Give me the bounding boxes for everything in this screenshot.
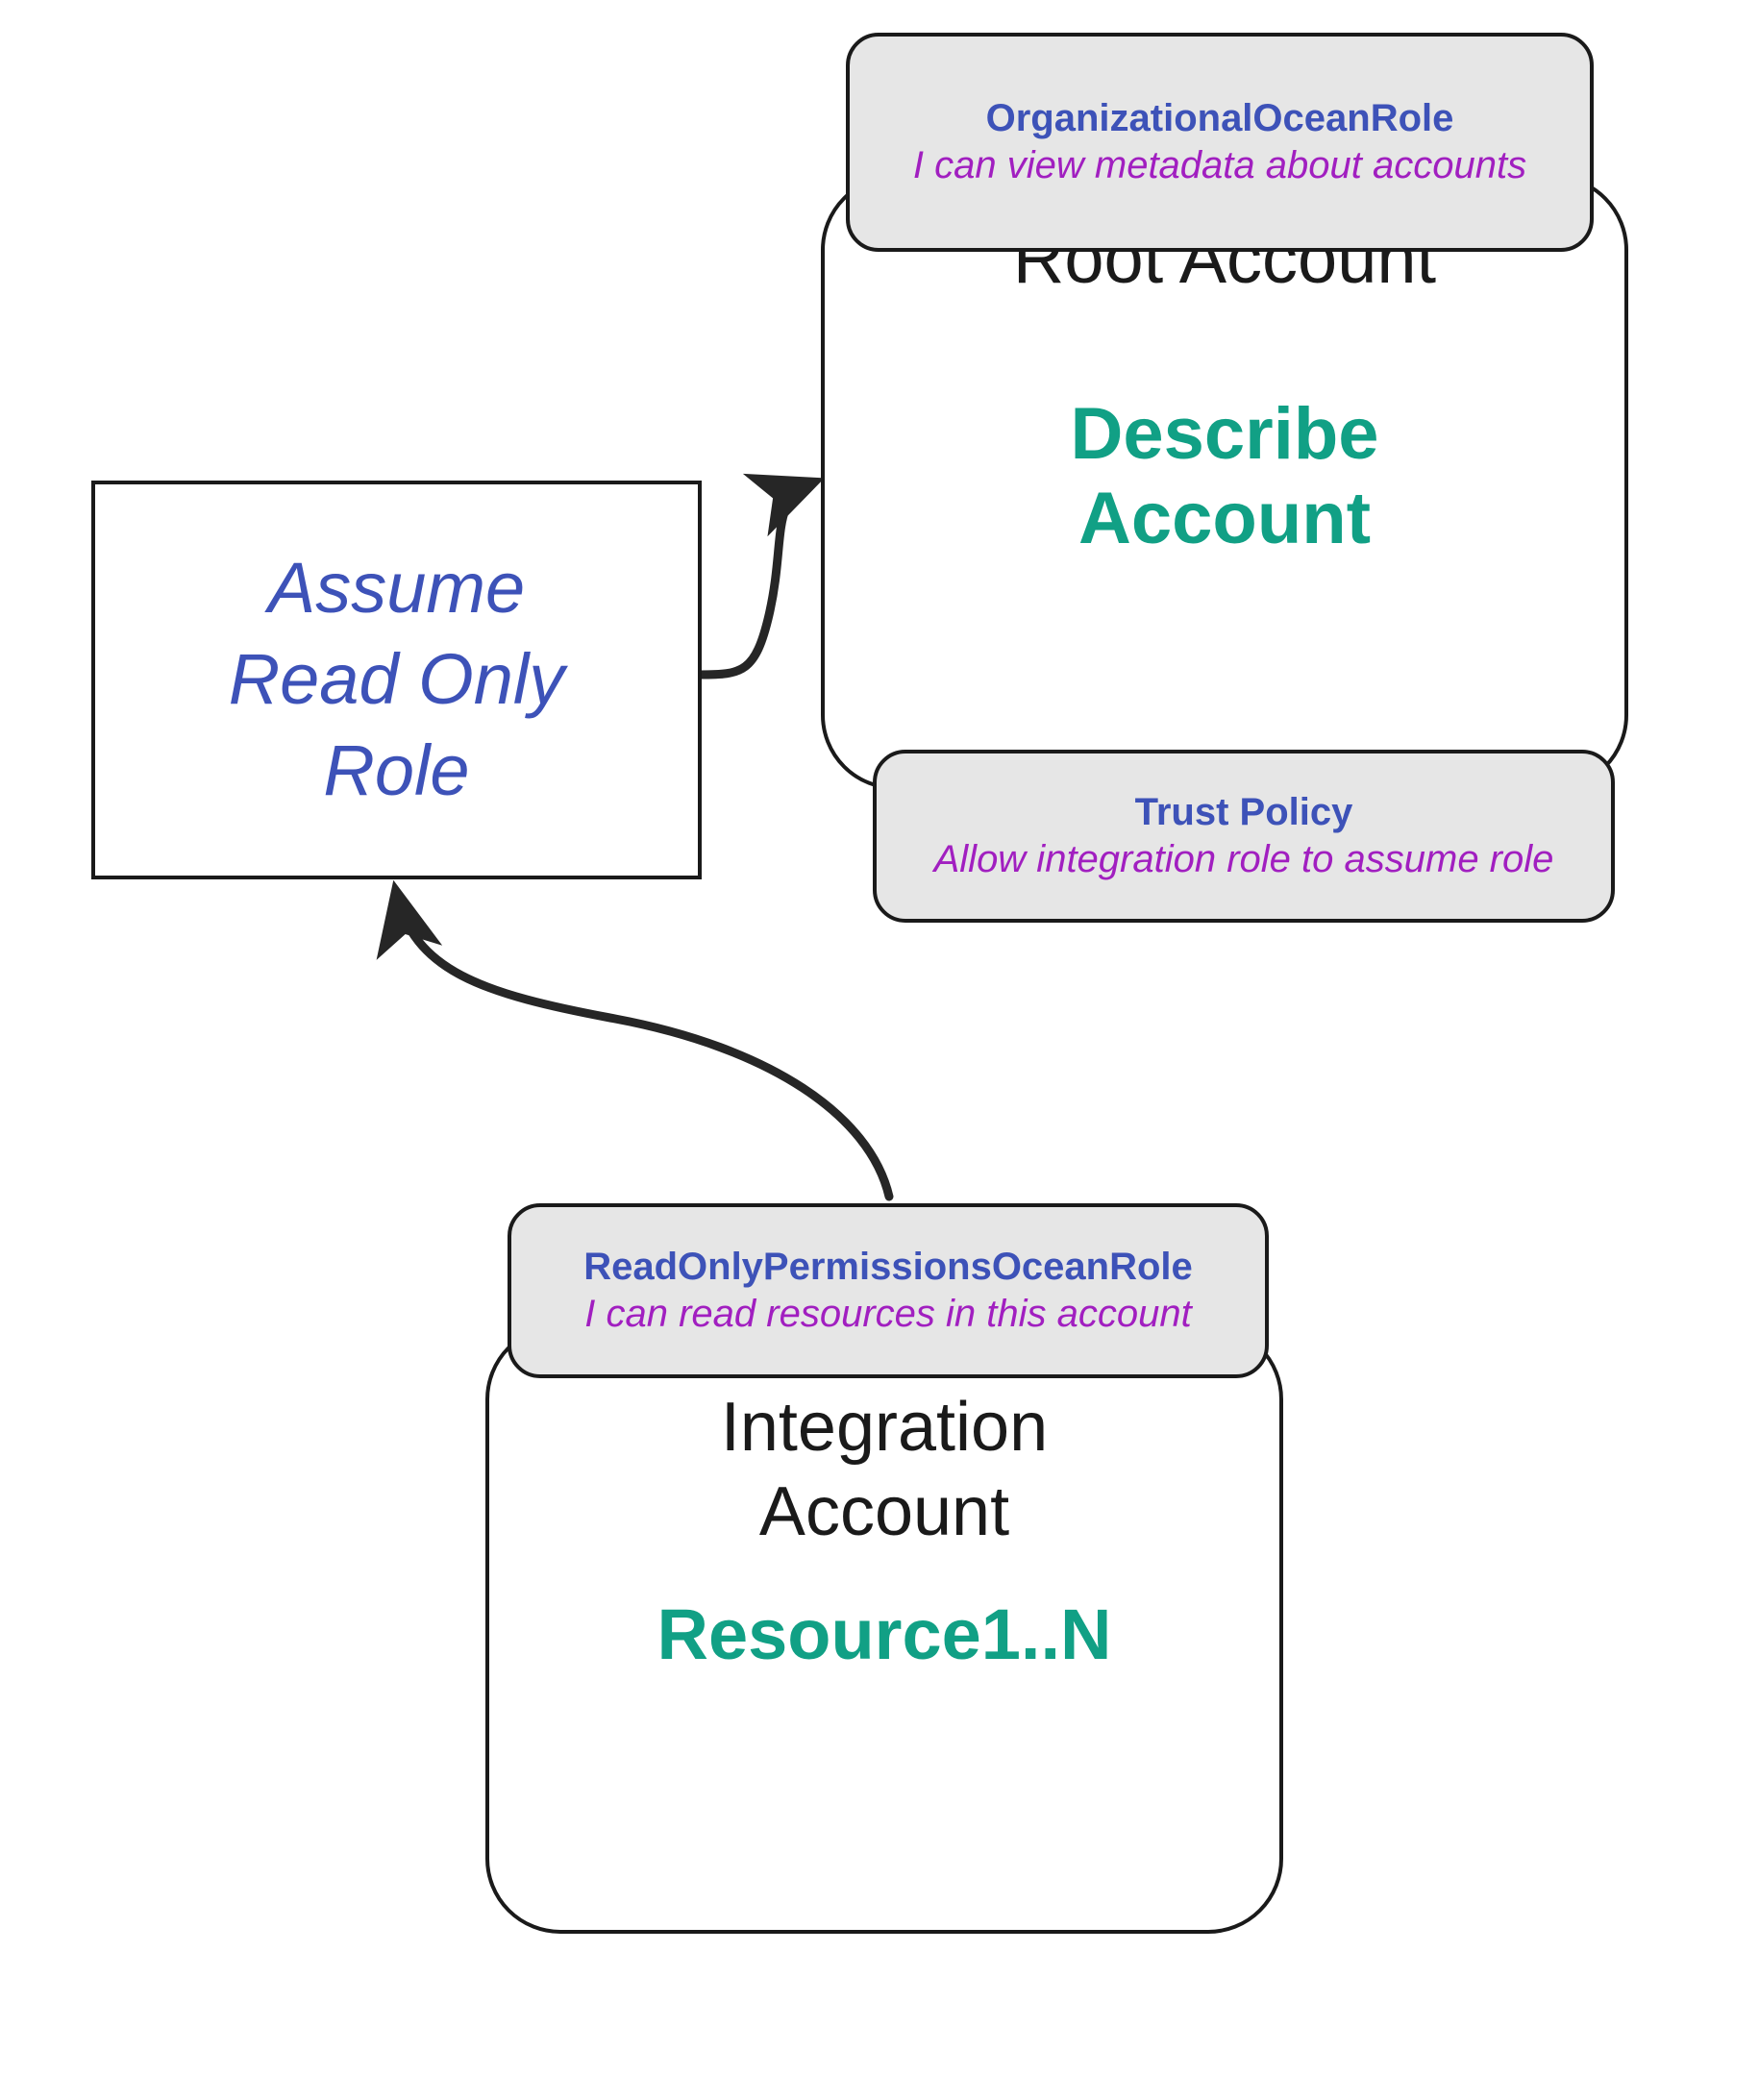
edge-integration-to-assume bbox=[376, 879, 894, 1201]
assume-read-only-role-node[interactable]: Assume Read Only Role bbox=[91, 481, 702, 879]
badge-readonly-permissions-ocean-role[interactable]: ReadOnlyPermissionsOceanRole I can read … bbox=[508, 1203, 1269, 1378]
root-account-card[interactable]: Root Account Describe Account bbox=[821, 175, 1628, 790]
integration-account-card[interactable]: Integration Account Resource1..N bbox=[485, 1324, 1283, 1934]
integration-account-resource: Resource1..N bbox=[657, 1594, 1112, 1674]
root-account-resource: Describe Account bbox=[1070, 393, 1379, 560]
badge-trust-policy[interactable]: Trust Policy Allow integration role to a… bbox=[873, 750, 1615, 923]
integration-account-title: Integration Account bbox=[720, 1389, 1049, 1550]
badge-organizational-ocean-role-title: OrganizationalOceanRole bbox=[985, 97, 1454, 140]
assume-read-only-role-label: Assume Read Only Role bbox=[228, 548, 565, 810]
badge-readonly-permissions-ocean-role-title: ReadOnlyPermissionsOceanRole bbox=[583, 1246, 1193, 1289]
badge-trust-policy-title: Trust Policy bbox=[1134, 791, 1353, 834]
badge-organizational-ocean-role[interactable]: OrganizationalOceanRole I can view metad… bbox=[846, 33, 1594, 252]
badge-organizational-ocean-role-description: I can view metadata about accounts bbox=[912, 144, 1527, 186]
badge-readonly-permissions-ocean-role-description: I can read resources in this account bbox=[584, 1293, 1192, 1335]
edge-assume-to-root-account bbox=[695, 473, 825, 679]
badge-trust-policy-description: Allow integration role to assume role bbox=[933, 838, 1554, 880]
